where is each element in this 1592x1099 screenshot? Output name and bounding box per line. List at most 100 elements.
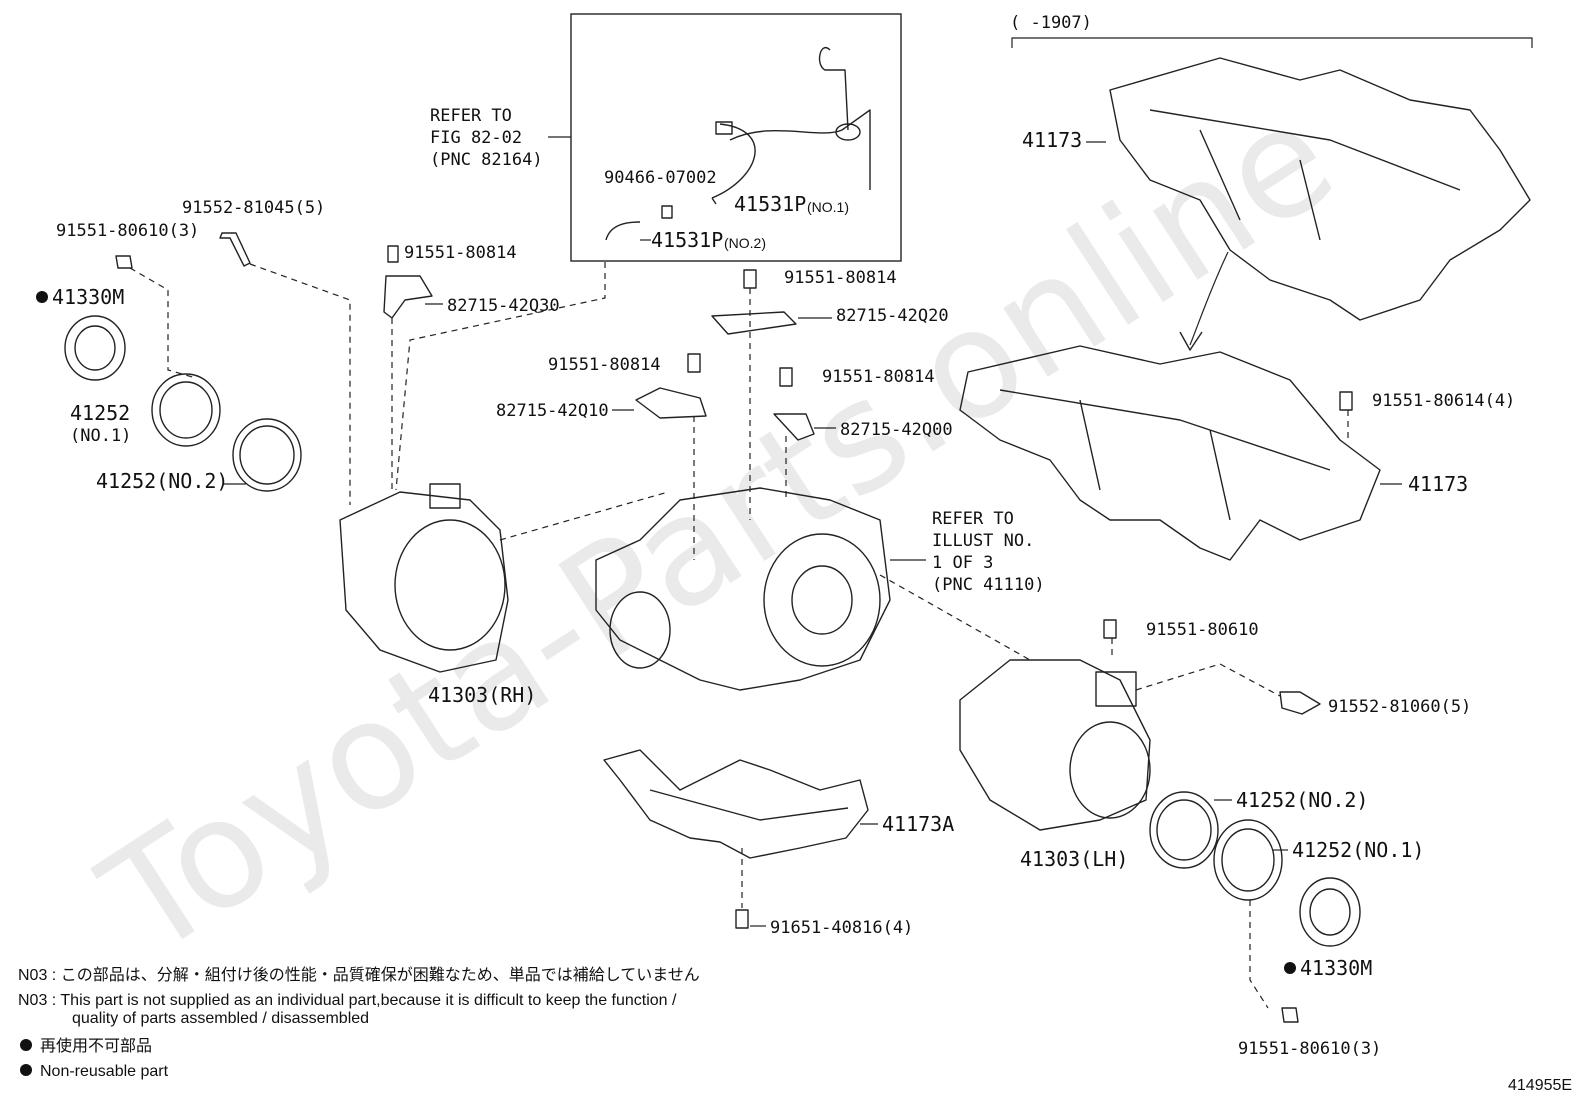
bolt-91551-80814-c <box>687 353 701 373</box>
cover-41173-mid-ribs <box>999 389 1331 521</box>
bolt-91551-80814-b <box>743 269 757 289</box>
housing-41303-lh <box>959 659 1151 831</box>
replacement-arrowhead <box>1179 331 1203 351</box>
gasket-41252-no2-bot <box>1149 791 1219 869</box>
label-41252-no1-bot: 41252(NO.1) <box>1292 838 1424 862</box>
assembly-line-rh-housing <box>499 491 669 541</box>
housing-lh-connector <box>1095 671 1137 707</box>
note-n03-en-2: quality of parts assembled / disassemble… <box>72 1010 369 1027</box>
label-41531p-no1-sub: (NO.1) <box>807 199 849 215</box>
label-41252-no2-top: 41252(NO.2) <box>96 469 228 493</box>
label-91651-40816-4: 91651-40816(4) <box>770 918 913 938</box>
gasket-41252-no2-bot-inner <box>1156 799 1212 861</box>
assembly-line-lh-small-bolt <box>1249 900 1269 1009</box>
legend-marker-en <box>20 1064 32 1076</box>
hose-connector <box>715 121 733 135</box>
refer-illust-no1: REFER TO ILLUST NO. 1 OF 3 (PNC 41110) <box>932 509 1045 595</box>
oil-seal-41330m-bot <box>1299 877 1361 947</box>
legend-jp: 再使用不可部品 <box>40 1037 152 1055</box>
legend-marker-jp <box>20 1039 32 1051</box>
bolt-91651-40816 <box>735 909 749 929</box>
hose-no1-drawing <box>711 123 756 205</box>
hose-no1-bend <box>818 47 849 131</box>
label-41303-lh: 41303(LH) <box>1020 847 1128 871</box>
label-82715-42q00: 82715-42Q00 <box>840 420 953 440</box>
label-91551-80814-a: 91551-80814 <box>404 243 517 263</box>
label-90466-07002: 90466-07002 <box>604 168 717 188</box>
housing-41303-rh <box>339 491 509 673</box>
diagram-id: 414955E <box>1508 1077 1572 1094</box>
bolt-91551-80610-top <box>115 255 133 269</box>
svg-text:REFER TO: REFER TO <box>932 509 1014 529</box>
label-41252-no2-bot: 41252(NO.2) <box>1236 788 1368 812</box>
label-91551-80610-3-bot: 91551-80610(3) <box>1238 1039 1381 1059</box>
label-91552-81060-5: 91552-81060(5) <box>1328 697 1471 717</box>
bracket-82715-42q30 <box>383 275 433 319</box>
oil-seal-41330m-top <box>64 315 126 381</box>
label-41252-no1-top-sub: (NO.1) <box>70 426 131 446</box>
bolt-91552-81060 <box>1279 691 1321 715</box>
label-41531p-no2-sub: (NO.2) <box>724 235 766 251</box>
assembly-line-lh-housing <box>879 574 1031 661</box>
label-41173a: 41173A <box>882 812 954 836</box>
label-91551-80814-b: 91551-80814 <box>784 268 897 288</box>
cover-41173-top-ribs <box>1149 109 1461 241</box>
bolt-91551-80610-bot <box>1281 1007 1299 1023</box>
svg-text:(PNC 41110): (PNC 41110) <box>932 575 1045 595</box>
gasket-41252-no2-top-inner <box>239 425 295 485</box>
label-41330m-bot: 41330M <box>1300 956 1372 980</box>
assembly-line-rh-bolt <box>249 263 351 505</box>
label-91551-80614-4: 91551-80614(4) <box>1372 391 1515 411</box>
svg-text:ILLUST NO.: ILLUST NO. <box>932 531 1034 551</box>
hose-grommet <box>835 123 861 141</box>
note-n03-en-1: N03 : This part is not supplied as an in… <box>18 992 677 1009</box>
date-range-label: ( -1907) <box>1010 13 1092 33</box>
label-41252-no1-top: 41252 <box>70 401 130 425</box>
bracket-82715-42q10 <box>635 387 707 419</box>
legend-en: Non-reusable part <box>40 1063 169 1080</box>
assembly-line-rh-small-bolt <box>129 267 197 379</box>
svg-text:(PNC 82164): (PNC 82164) <box>430 150 543 170</box>
gasket-41252-no1-top <box>151 373 221 447</box>
cover-41173a <box>603 749 869 859</box>
gasket-41252-no1-bot-inner <box>1221 828 1275 892</box>
bolt-91551-80610 <box>1103 619 1117 639</box>
label-41531p-no2: 41531P <box>651 228 723 252</box>
gasket-41252-no1-top-inner <box>159 381 213 439</box>
gasket-41252-no1-bot <box>1213 819 1283 901</box>
oil-seal-41330m-bot-inner <box>1309 888 1351 936</box>
bracket-82715-42q00 <box>773 413 815 441</box>
hose-no2-drawing <box>605 221 641 241</box>
label-91552-81045: 91552-81045(5) <box>182 198 325 218</box>
label-41173-top: 41173 <box>1022 128 1082 152</box>
replacement-arrow <box>1189 251 1229 346</box>
hose-no1-line <box>729 109 871 190</box>
transaxle-bore-lh <box>763 533 881 667</box>
transaxle-assembly <box>595 487 891 691</box>
bracket-82715-42q20 <box>711 311 797 335</box>
label-91551-80814-c: 91551-80814 <box>548 355 661 375</box>
note-n03-jp: N03 : この部品は、分解・組付け後の性能・品質確保が困難なため、単品では補給… <box>18 966 700 984</box>
svg-text:FIG 82-02: FIG 82-02 <box>430 128 522 148</box>
label-82715-42q10: 82715-42Q10 <box>496 401 609 421</box>
bolt-91551-80814-d <box>779 367 793 387</box>
refer-fig-82-02: REFER TO FIG 82-02 (PNC 82164) <box>430 106 543 170</box>
date-range-bracket <box>1011 37 1533 48</box>
label-91551-80610-3-top: 91551-80610(3) <box>56 221 199 241</box>
gasket-41252-no2-top <box>232 418 302 492</box>
cover-41173-mid <box>959 345 1381 561</box>
label-91551-80610: 91551-80610 <box>1146 620 1259 640</box>
housing-rh-connector <box>429 483 461 509</box>
label-82715-42q20: 82715-42Q20 <box>836 306 949 326</box>
assembly-line-hose <box>395 262 606 491</box>
label-41531p-no1: 41531P <box>734 192 806 216</box>
cover-41173a-rib <box>649 789 849 821</box>
bolt-91552-81045 <box>219 232 251 267</box>
clip-90466 <box>661 205 673 219</box>
label-82715-42q30: 82715-42Q30 <box>447 296 560 316</box>
label-91551-80814-d: 91551-80814 <box>822 367 935 387</box>
label-41330m-top: 41330M <box>52 285 124 309</box>
nonreusable-marker-bot <box>1284 962 1296 974</box>
housing-41303-lh-bore <box>1069 721 1151 819</box>
